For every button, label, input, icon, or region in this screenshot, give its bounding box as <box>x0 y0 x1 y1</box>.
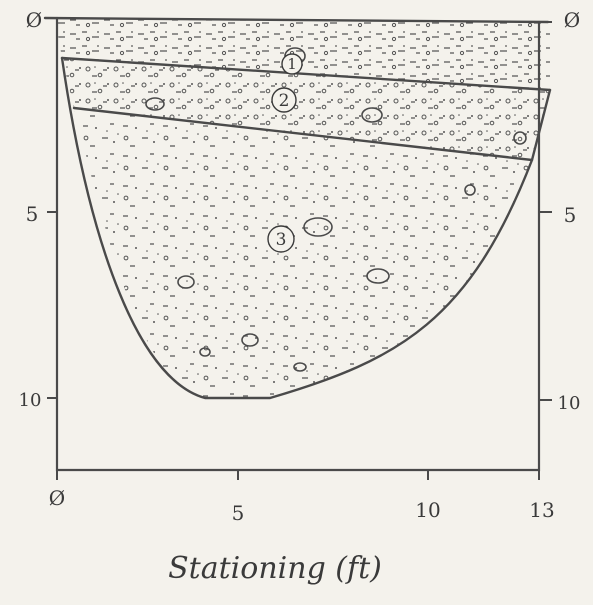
section-frame <box>55 16 541 472</box>
x-tick-5: 5 <box>232 501 245 525</box>
svg-text:1: 1 <box>287 55 297 73</box>
layer-label-3: 3 <box>267 225 295 253</box>
right-tick-0: Ø <box>564 8 580 32</box>
svg-text:3: 3 <box>276 230 287 250</box>
clasts <box>145 47 527 372</box>
right-depth-ticks <box>539 21 552 401</box>
left-tick-0: Ø <box>26 8 42 32</box>
x-tick-13: 13 <box>529 498 554 522</box>
left-tick-5: 5 <box>26 202 39 226</box>
layer-3-fill <box>74 108 532 398</box>
right-tick-10: 10 <box>558 393 581 414</box>
boundary-layer-1-2 <box>60 56 552 92</box>
x-ticks <box>56 470 540 480</box>
layer-label-1: 1 <box>281 53 303 75</box>
x-tick-0: Ø <box>49 486 65 510</box>
ground-surface-line <box>43 16 550 24</box>
x-axis-label: Stationing (ft) <box>168 551 382 586</box>
svg-text:2: 2 <box>279 91 290 111</box>
right-tick-5: 5 <box>564 203 577 227</box>
boundary-layer-2-3 <box>72 106 534 162</box>
layer-label-2: 2 <box>271 87 297 113</box>
layer-2-fill <box>62 58 550 160</box>
layer-1-fill <box>55 18 550 90</box>
excavation-profile-curve <box>60 56 552 400</box>
x-tick-10: 10 <box>415 498 440 522</box>
left-depth-ticks <box>47 17 57 399</box>
left-tick-10: 10 <box>19 390 42 411</box>
